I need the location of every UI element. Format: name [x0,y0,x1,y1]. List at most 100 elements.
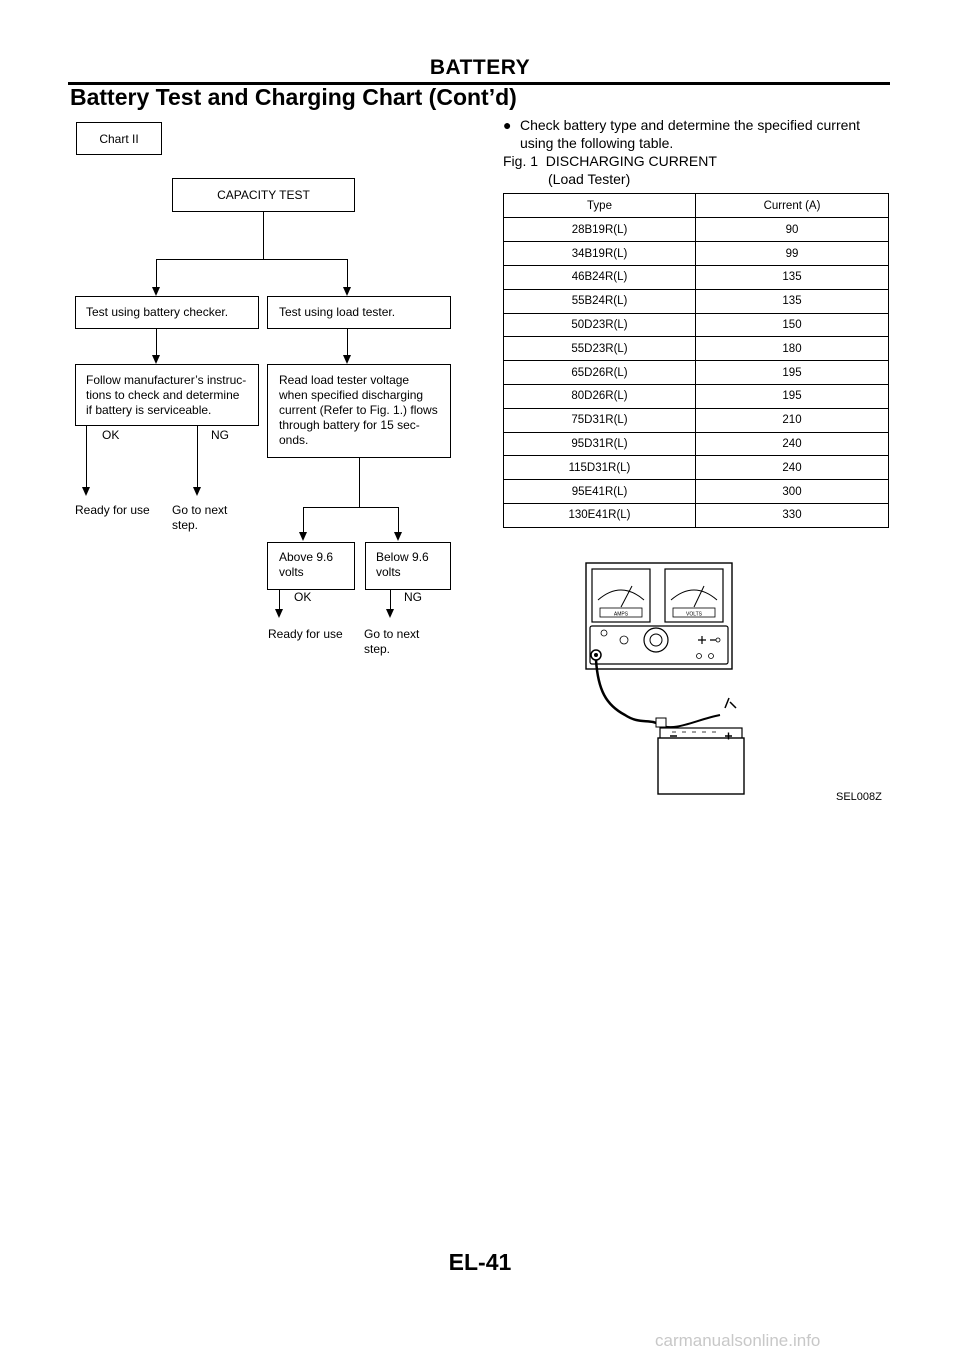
table-row: 75D31R(L)210 [503,407,889,433]
connector-line [263,212,265,260]
figure-title: Fig. 1 DISCHARGING CURRENT [503,153,717,169]
above-voltage-text: Above 9.6 volts [279,550,334,579]
ok-label: OK [294,590,312,604]
amps-label: AMPS [614,612,629,618]
chart-label-box: Chart II [76,122,162,155]
cell-type: 55B24R(L) [503,288,696,314]
cell-type: 115D31R(L) [503,455,696,481]
connector-line [156,259,348,261]
table-row: 80D26R(L)195 [503,383,889,409]
table-row: 46B24R(L)135 [503,264,889,290]
manufacturer-instructions-text: Follow manufacturer’s instruc- tions to … [86,373,247,417]
arrow-head [193,487,201,496]
above-voltage-box: Above 9.6 volts [267,542,355,590]
cell-type: 55D23R(L) [503,336,696,362]
connector-line [303,507,399,509]
arrow-head [82,487,90,496]
illustration-caption: SEL008Z [836,791,882,803]
ok-label: OK [102,428,120,442]
battery-checker-label: Test using battery checker. [86,305,229,319]
page-title: Battery Test and Charging Chart (Cont’d) [70,84,517,110]
arrow-head [275,609,283,618]
cell-current: 330 [695,502,889,528]
column-header-type: Type [503,192,696,219]
cell-type: 46B24R(L) [503,264,696,290]
arrow-head [343,287,351,296]
connector-line [197,426,199,488]
note-text: Check battery type and determine the spe… [520,117,861,151]
capacity-test-label: CAPACITY TEST [217,188,310,202]
cell-type: 28B19R(L) [503,217,696,243]
ng-label: NG [211,428,229,442]
connector-line [279,590,281,610]
cell-current: 210 [695,407,889,433]
connector-line [398,507,400,533]
table-row: 55D23R(L)180 [503,336,889,362]
cell-current: 90 [695,217,889,243]
arrow-head [343,355,351,364]
arrow-head [394,532,402,541]
table-row: 130E41R(L)330 [503,502,889,528]
column-header-current: Current (A) [695,192,889,219]
arrow-head [152,355,160,364]
manufacturer-instructions-box: Follow manufacturer’s instruc- tions to … [75,364,259,426]
cell-current: 195 [695,383,889,409]
cell-type: 95E41R(L) [503,479,696,504]
ng-label: NG [404,590,422,604]
section-title: BATTERY [429,56,531,79]
load-tester-box: Test using load tester. [267,296,451,329]
note-paragraph: ● Check battery type and determine the s… [503,116,891,152]
connector-line [347,329,349,356]
ready-for-use-label: Ready for use [75,503,150,517]
cell-current: 135 [695,264,889,290]
load-tester-illustration: AMPS VOLTS [585,562,745,795]
cell-type: 130E41R(L) [503,502,696,528]
cell-type: 80D26R(L) [503,383,696,409]
connector-line [390,590,392,610]
connector-line [156,259,158,288]
cell-current: 195 [695,360,889,385]
capacity-test-box: CAPACITY TEST [172,178,355,212]
figure-subtitle: (Load Tester) [548,171,631,187]
connector-line [303,507,305,533]
load-tester-label: Test using load tester. [279,305,396,319]
arrow-head [386,609,394,618]
connector-line [86,426,88,488]
table-row: 50D23R(L)150 [503,312,889,338]
header-rule [68,82,890,85]
connector-line [359,458,361,508]
table-row: 55B24R(L)135 [503,288,889,314]
cell-current: 135 [695,288,889,314]
ready-for-use-label: Ready for use [268,627,343,641]
table-row: 28B19R(L)90 [503,217,889,243]
table-row: 65D26R(L)195 [503,360,889,385]
read-load-voltage-text: Read load tester voltage when specified … [279,373,438,447]
cell-current: 300 [695,479,889,504]
cell-type: 34B19R(L) [503,241,696,266]
connector-line [156,329,158,356]
go-to-next-step-label: Go to next step. [364,627,420,656]
read-load-voltage-box: Read load tester voltage when specified … [267,364,451,458]
connector-line [347,259,349,288]
table-row: 95D31R(L)240 [503,431,889,457]
table-header-row: Type Current (A) [503,192,889,219]
arrow-head [152,287,160,296]
volts-label: VOLTS [686,612,703,618]
go-to-next-step-label: Go to next step. [172,503,228,532]
page-number: EL-41 [448,1249,512,1275]
cell-type: 75D31R(L) [503,407,696,433]
below-voltage-box: Below 9.6 volts [365,542,451,590]
cell-type: 50D23R(L) [503,312,696,338]
cell-type: 65D26R(L) [503,360,696,385]
watermark: carmanualsonline.info [655,1331,821,1350]
cell-current: 240 [695,455,889,481]
below-voltage-text: Below 9.6 volts [376,550,429,579]
chart-label: Chart II [99,132,139,146]
arrow-head [299,532,307,541]
table-row: 115D31R(L)240 [503,455,889,481]
table-row: 95E41R(L)300 [503,479,889,504]
cell-current: 240 [695,431,889,457]
table-row: 34B19R(L)99 [503,241,889,266]
cell-type: 95D31R(L) [503,431,696,457]
